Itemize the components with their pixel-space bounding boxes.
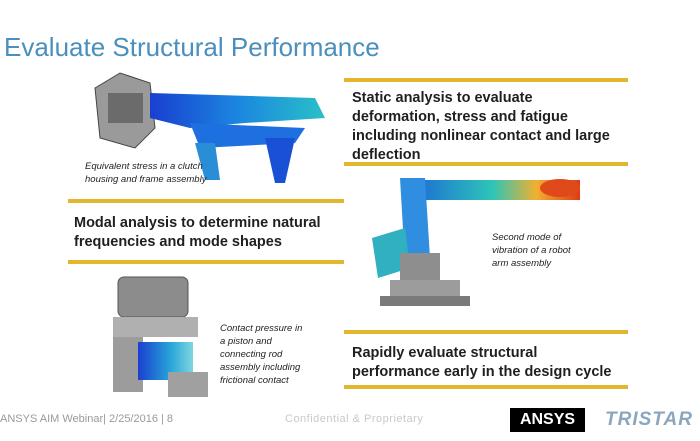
piston-caption: Contact pressure in a piston and connect… [220, 323, 303, 386]
static-bottom-bar [344, 162, 628, 166]
modal-top-bar [68, 199, 344, 203]
clutch-caption: Equivalent stress in a clutch housing an… [85, 161, 207, 185]
slide-title: Evaluate Structural Performance [4, 32, 380, 62]
modal-bottom-bar [68, 260, 344, 264]
modal-analysis-text: Modal analysis to determine natural freq… [74, 215, 321, 250]
static-top-bar [344, 78, 628, 82]
rapid-top-bar [344, 330, 628, 334]
static-analysis-text: Static analysis to evaluate deformation,… [352, 90, 610, 163]
rapid-bottom-bar [344, 385, 628, 389]
ansys-logo: ANSYS [510, 408, 585, 432]
footer-webinar-info: ANSYS AIM Webinar| 2/25/2016 | 8 [0, 413, 174, 425]
clutch-housing-image [94, 72, 325, 183]
rapid-evaluation-text: Rapidly evaluate structural performance … [352, 345, 612, 380]
robot-caption: Second mode of vibration of a robot arm … [492, 232, 571, 269]
tristar-logo: TRISTAR [605, 409, 693, 430]
footer-confidential: Confidential & Proprietary [285, 413, 424, 425]
robot-arm-image [372, 178, 580, 306]
piston-image [113, 276, 208, 397]
